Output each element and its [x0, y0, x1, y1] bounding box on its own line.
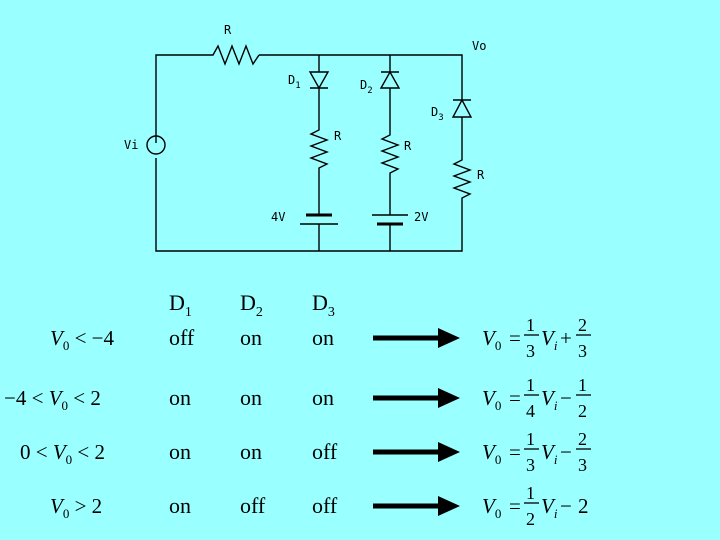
- label-vo: Vo: [472, 39, 486, 53]
- equation-1: V0 =1 3 Vi+2 3: [482, 315, 591, 361]
- state-d2: on: [240, 325, 262, 350]
- state-d1: off: [169, 325, 195, 350]
- condition-4: V0 > 2: [50, 494, 102, 521]
- resistor-r1: [309, 125, 329, 215]
- eq-den: 3: [526, 341, 535, 361]
- eq-equals: =: [509, 440, 521, 464]
- label-r-top: R: [224, 23, 232, 37]
- eq-vi: Vi: [541, 386, 558, 413]
- eq-vi: Vi: [541, 326, 558, 353]
- condition-2: −4 < V0 < 2: [4, 386, 101, 413]
- diode-d3-icon: [451, 98, 473, 118]
- eq-num: 1: [526, 483, 535, 503]
- eq-den: 3: [526, 455, 535, 475]
- label-r3: R: [477, 168, 485, 182]
- eq-vi: Vi: [541, 440, 558, 467]
- state-d1: on: [169, 385, 191, 410]
- eq-den: 2: [526, 509, 535, 529]
- eq-equals: =: [509, 494, 521, 518]
- equation-3: V0 =1 3 Vi−2 3: [482, 429, 591, 475]
- label-2v: 2V: [414, 210, 428, 224]
- arrow-head-icon: [438, 328, 460, 348]
- table-row: 0 < V0 < 2 on on off V0 =1 3 Vi−2 3: [20, 429, 591, 475]
- arrow-head-icon: [438, 496, 460, 516]
- eq-sign: +: [560, 326, 572, 350]
- state-d2: on: [240, 385, 262, 410]
- state-d3: on: [312, 385, 334, 410]
- state-d1: on: [169, 439, 191, 464]
- table-row: V0 < −4 off on on V0 =1 3 Vi+2 3: [50, 315, 591, 361]
- header-d1: D1: [169, 290, 192, 320]
- wire-top: [259, 54, 463, 93]
- eq-equals: =: [509, 386, 521, 410]
- arrow-head-icon: [438, 442, 460, 462]
- label-4v: 4V: [271, 210, 285, 224]
- state-d2: off: [240, 493, 266, 518]
- label-d2: D2: [360, 78, 373, 96]
- label-vi: Vi: [124, 138, 138, 152]
- eq-sign: −: [560, 440, 572, 464]
- eq-num: 1: [526, 429, 535, 449]
- eq-lhs: V0: [482, 326, 501, 353]
- eq-den2: 3: [578, 455, 587, 475]
- resistor-r3: [452, 155, 472, 208]
- label-d1: D1: [288, 73, 301, 91]
- header-d3: D3: [312, 290, 335, 320]
- eq-lhs: V0: [482, 494, 501, 521]
- eq-vi: Vi: [541, 494, 558, 521]
- eq-equals: =: [509, 326, 521, 350]
- eq-const: 2: [578, 494, 589, 518]
- eq-lhs: V0: [482, 440, 501, 467]
- eq-den2: 2: [578, 401, 587, 421]
- resistor-r2: [380, 130, 400, 215]
- eq-num: 1: [526, 375, 535, 395]
- state-d3: off: [312, 439, 338, 464]
- eq-num2: 1: [578, 375, 587, 395]
- eq-den2: 3: [578, 341, 587, 361]
- eq-sign: −: [560, 494, 572, 518]
- eq-num2: 2: [578, 315, 587, 335]
- diode-d1-icon: [308, 71, 330, 90]
- eq-lhs: V0: [482, 386, 501, 413]
- circuit-diagram: R Vo Vi D1 R 4V D2 R 2V D3: [124, 23, 486, 252]
- wire-bottom: [155, 158, 463, 252]
- condition-3: 0 < V0 < 2: [20, 440, 105, 467]
- eq-num: 1: [526, 315, 535, 335]
- resistor-top: [205, 44, 260, 66]
- diode-d2-icon: [379, 70, 401, 89]
- state-d2: on: [240, 439, 262, 464]
- state-d3: on: [312, 325, 334, 350]
- voltage-source-icon: [146, 135, 166, 155]
- eq-den: 4: [526, 401, 535, 421]
- state-d1: on: [169, 493, 191, 518]
- label-r1: R: [334, 129, 342, 143]
- arrow-head-icon: [438, 388, 460, 408]
- condition-1: V0 < −4: [50, 326, 115, 353]
- state-d3: off: [312, 493, 338, 518]
- label-r2: R: [404, 139, 412, 153]
- eq-num2: 2: [578, 429, 587, 449]
- eq-sign: −: [560, 386, 572, 410]
- header-d2: D2: [240, 290, 263, 320]
- label-d3: D3: [431, 105, 444, 123]
- wire-left-top: [155, 54, 205, 143]
